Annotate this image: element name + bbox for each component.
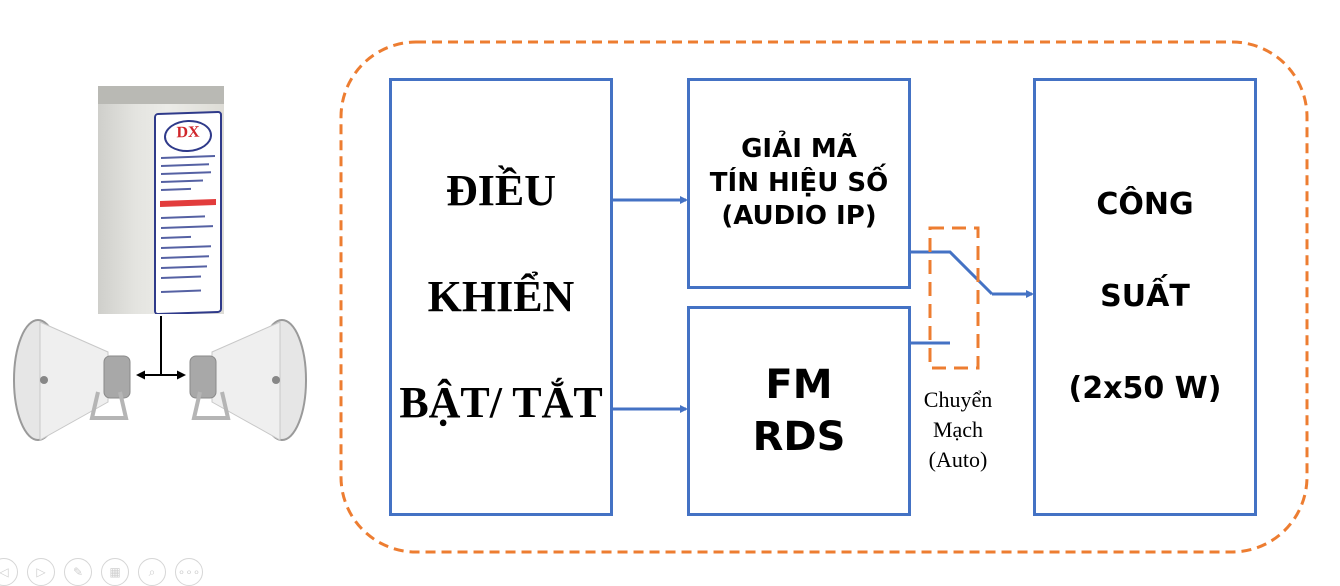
slideshow-controls: ◁ ▷ ✎ ▦ ⌕ ∘∘∘ bbox=[0, 558, 203, 586]
control-block: ĐIỀU KHIỂN BẬT/ TẮT bbox=[389, 78, 613, 516]
magnifier-icon: ⌕ bbox=[148, 564, 156, 579]
device-label-panel: DX bbox=[154, 110, 222, 314]
decoder-line-2: TÍN HIỆU SỐ bbox=[709, 167, 889, 198]
switch-label-line-2: Mạch bbox=[932, 417, 984, 442]
label-text-line bbox=[161, 155, 215, 159]
product-title-band bbox=[160, 199, 216, 207]
next-icon: ▷ bbox=[36, 565, 46, 579]
label-footer-line bbox=[161, 289, 201, 293]
more-dots-icon: ∘∘∘ bbox=[177, 565, 201, 579]
label-spec-line bbox=[161, 215, 205, 219]
device-lid bbox=[98, 86, 224, 104]
label-spec-line bbox=[161, 235, 191, 239]
horn-speaker-right-icon bbox=[189, 319, 307, 441]
switch-label: Chuyển Mạch (Auto) bbox=[908, 385, 1008, 475]
more-options-button[interactable]: ∘∘∘ bbox=[175, 558, 203, 586]
horn-speaker-left-icon bbox=[13, 319, 131, 441]
previous-icon: ◁ bbox=[0, 565, 9, 579]
fm-rds-block: FM RDS bbox=[687, 306, 911, 516]
fm-line-1: FM bbox=[765, 362, 833, 408]
switch-label-line-1: Chuyển bbox=[923, 387, 993, 412]
control-line-3: BẬT/ TẮT bbox=[399, 378, 603, 427]
receiver-device-image: DX bbox=[98, 86, 224, 314]
zoom-button[interactable]: ⌕ bbox=[138, 558, 166, 586]
switch-dashed-box bbox=[928, 226, 980, 370]
system-boundary-dashed bbox=[339, 40, 1309, 554]
pen-icon: ✎ bbox=[72, 565, 84, 579]
switch-label-line-3: (Auto) bbox=[928, 447, 988, 472]
label-text-line bbox=[161, 171, 211, 175]
label-spec-line bbox=[161, 275, 201, 279]
label-text-line bbox=[161, 187, 191, 191]
dx-asia-logo: DX bbox=[164, 119, 212, 153]
see-all-slides-button[interactable]: ▦ bbox=[101, 558, 129, 586]
amplifier-line-3: (2x50 W) bbox=[1068, 371, 1222, 406]
decoder-block: GIẢI MÃ TÍN HIỆU SỐ (AUDIO IP) bbox=[687, 78, 911, 289]
label-spec-line bbox=[161, 225, 213, 229]
decoder-line-1: GIẢI MÃ bbox=[741, 133, 857, 164]
amplifier-line-2: SUẤT bbox=[1100, 279, 1190, 314]
amplifier-block: CÔNG SUẤT (2x50 W) bbox=[1033, 78, 1257, 516]
label-text-line bbox=[161, 179, 203, 183]
amplifier-line-1: CÔNG bbox=[1096, 187, 1194, 222]
fm-line-2: RDS bbox=[752, 414, 846, 460]
control-line-2: KHIỂN bbox=[427, 272, 575, 321]
line-decoder-to-switch bbox=[909, 250, 994, 296]
label-text-line bbox=[161, 163, 209, 167]
label-spec-line bbox=[161, 245, 211, 249]
control-line-1: ĐIỀU bbox=[445, 166, 557, 215]
label-spec-line bbox=[161, 265, 207, 269]
label-spec-line bbox=[161, 255, 209, 259]
decoder-line-3: (AUDIO IP) bbox=[721, 201, 877, 232]
pen-tool-button[interactable]: ✎ bbox=[64, 558, 92, 586]
slides-grid-icon: ▦ bbox=[109, 565, 121, 579]
